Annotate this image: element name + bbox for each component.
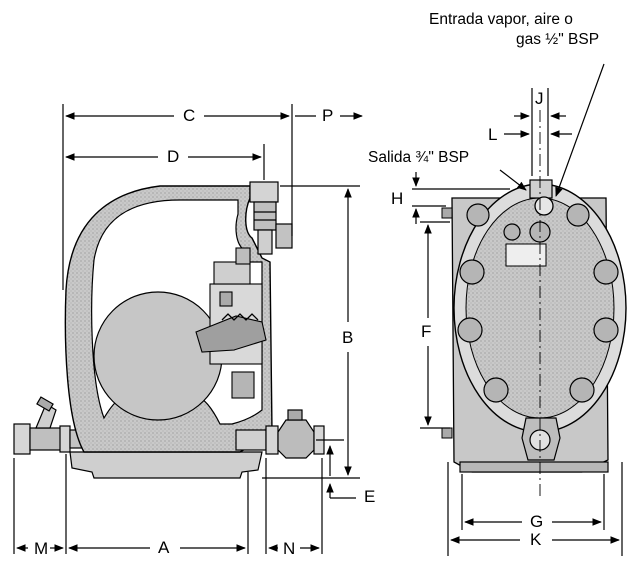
dimension-lines: [13, 63, 623, 556]
base-plate: [69, 451, 263, 479]
dim-label-j: J: [533, 89, 546, 108]
dim-label-g: G: [528, 512, 546, 531]
dim-label-h: H: [389, 189, 406, 208]
nameplate: [505, 243, 547, 267]
mount-lug-top: [441, 207, 453, 219]
dim-label-a: A: [156, 538, 172, 557]
front-view: [441, 179, 627, 473]
dim-label-p: P: [320, 106, 336, 125]
inlet-valve-assembly: [249, 181, 293, 255]
dim-label-b: B: [340, 328, 356, 347]
dim-label-f: F: [419, 322, 434, 341]
dim-label-l: L: [486, 125, 500, 144]
inlet-note-line1: Entrada vapor, aire o: [427, 11, 575, 28]
lever-mechanism: [195, 247, 267, 399]
dim-label-e: E: [362, 487, 378, 506]
inlet-port-plug: [534, 196, 554, 216]
dim-label-k: K: [528, 530, 544, 549]
top-port: [529, 179, 553, 199]
side-view: [13, 181, 325, 479]
outlet-note: Salida ¾" BSP: [366, 149, 472, 166]
cover-bolts: [457, 203, 619, 403]
dim-label-d: D: [165, 147, 182, 166]
mount-lug-bottom: [441, 427, 453, 439]
inlet-note-line2: gas ½" BSP: [514, 31, 602, 48]
front-base: [459, 461, 609, 473]
dim-label-c: C: [181, 106, 198, 125]
dim-label-n: N: [281, 539, 298, 558]
dim-label-m: M: [32, 539, 51, 558]
float-ball: [93, 291, 223, 421]
